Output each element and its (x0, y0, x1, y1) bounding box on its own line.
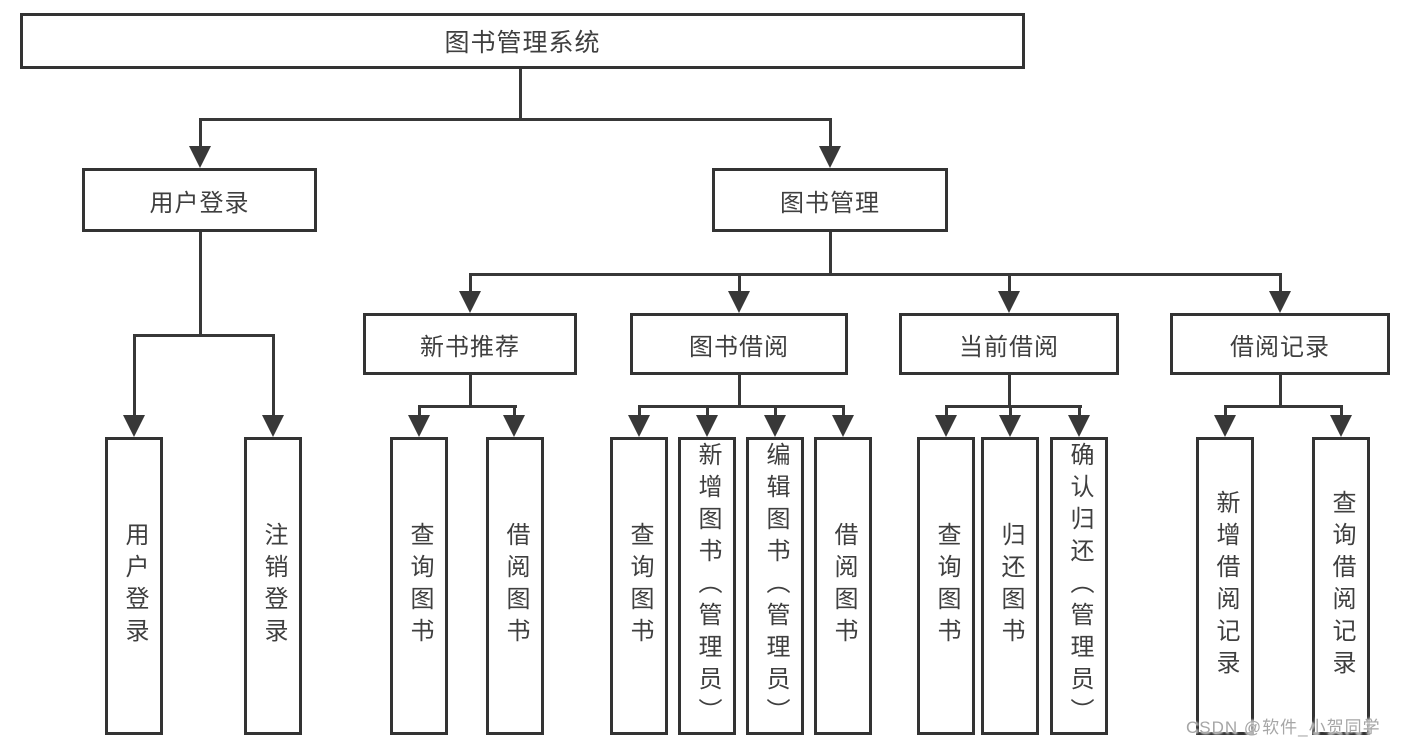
node-book-borrowing-label: 图书借阅 (689, 333, 789, 361)
leaf-add-borrow-record-label: 新增借阅记录 (1212, 490, 1239, 682)
connector-line (829, 232, 832, 276)
connector-line (133, 334, 275, 337)
connector-line (1224, 405, 1343, 408)
leaf-borrow-books-recommend-label: 借阅图书 (502, 522, 529, 650)
connector-line (1008, 374, 1011, 407)
connector-line (469, 276, 472, 293)
connector-line (829, 121, 832, 148)
arrowhead-icon (999, 415, 1021, 437)
connector-line (738, 276, 741, 293)
connector-line (1279, 276, 1282, 293)
leaf-return-books-label: 归还图书 (997, 522, 1024, 650)
connector-line (1078, 408, 1081, 418)
arrowhead-icon (819, 146, 841, 168)
leaf-query-books-recommend: 查询图书 (390, 437, 448, 735)
arrowhead-icon (459, 291, 481, 313)
leaf-borrow-books-borrowing-label: 借阅图书 (830, 522, 857, 650)
connector-line (638, 405, 845, 408)
connector-line (774, 408, 777, 418)
leaf-edit-books-admin-label: 编辑图书（管理员） (762, 442, 789, 730)
leaf-borrow-books-borrowing: 借阅图书 (814, 437, 872, 735)
leaf-query-books-borrowing-label: 查询图书 (626, 522, 653, 650)
node-user-login-label: 用户登录 (149, 189, 250, 217)
watermark: CSDN @软件_小贺同学 (1186, 718, 1381, 737)
node-book-management-label: 图书管理 (780, 189, 880, 217)
connector-line (418, 408, 421, 418)
leaf-query-borrow-record-label: 查询借阅记录 (1328, 490, 1355, 682)
connector-line (133, 337, 136, 417)
node-current-borrowing: 当前借阅 (899, 313, 1119, 375)
arrowhead-icon (832, 415, 854, 437)
node-library-system-label: 图书管理系统 (444, 29, 601, 57)
connector-line (945, 408, 948, 418)
leaf-add-borrow-record: 新增借阅记录 (1196, 437, 1254, 735)
connector-line (469, 273, 1282, 276)
arrowhead-icon (408, 415, 430, 437)
leaf-user-login-label: 用户登录 (121, 522, 148, 650)
node-user-login: 用户登录 (82, 168, 317, 232)
arrowhead-icon (503, 415, 525, 437)
arrowhead-icon (998, 291, 1020, 313)
connector-line (519, 69, 522, 121)
connector-line (1279, 374, 1282, 407)
leaf-query-borrow-record: 查询借阅记录 (1312, 437, 1370, 735)
connector-line (199, 118, 832, 121)
connector-line (842, 408, 845, 418)
arrowhead-icon (728, 291, 750, 313)
connector-line (513, 408, 516, 418)
connector-line (1009, 408, 1012, 418)
leaf-confirm-return-admin-label: 确认归还（管理员） (1066, 442, 1093, 730)
connector-line (738, 374, 741, 407)
arrowhead-icon (1214, 415, 1236, 437)
arrowhead-icon (123, 415, 145, 437)
connector-line (199, 121, 202, 148)
node-borrow-records-label: 借阅记录 (1230, 333, 1330, 361)
connector-line (1008, 276, 1011, 293)
leaf-query-books-current-label: 查询图书 (933, 522, 960, 650)
leaf-user-login: 用户登录 (105, 437, 163, 735)
leaf-logout-login-label: 注销登录 (260, 522, 287, 650)
node-borrow-records: 借阅记录 (1170, 313, 1390, 375)
leaf-borrow-books-recommend: 借阅图书 (486, 437, 544, 735)
arrowhead-icon (935, 415, 957, 437)
arrowhead-icon (1269, 291, 1291, 313)
connector-line (638, 408, 641, 418)
leaf-query-books-recommend-label: 查询图书 (406, 522, 433, 650)
arrowhead-icon (189, 146, 211, 168)
connector-line (1340, 408, 1343, 418)
connector-line (418, 405, 517, 408)
connector-line (199, 232, 202, 335)
leaf-add-books-admin: 新增图书（管理员） (678, 437, 736, 735)
arrowhead-icon (628, 415, 650, 437)
arrowhead-icon (696, 415, 718, 437)
arrowhead-icon (1068, 415, 1090, 437)
leaf-query-books-current: 查询图书 (917, 437, 975, 735)
leaf-query-books-borrowing: 查询图书 (610, 437, 668, 735)
connector-line (469, 374, 472, 407)
node-new-book-recommend: 新书推荐 (363, 313, 577, 375)
leaf-logout-login: 注销登录 (244, 437, 302, 735)
connector-line (945, 405, 1082, 408)
node-new-book-recommend-label: 新书推荐 (420, 333, 520, 361)
connector-line (272, 337, 275, 417)
arrowhead-icon (1330, 415, 1352, 437)
arrowhead-icon (262, 415, 284, 437)
leaf-add-books-admin-label: 新增图书（管理员） (694, 442, 721, 730)
connector-line (706, 408, 709, 418)
arrowhead-icon (764, 415, 786, 437)
leaf-confirm-return-admin: 确认归还（管理员） (1050, 437, 1108, 735)
connector-line (1224, 408, 1227, 418)
node-current-borrowing-label: 当前借阅 (959, 333, 1059, 361)
leaf-edit-books-admin: 编辑图书（管理员） (746, 437, 804, 735)
node-book-management: 图书管理 (712, 168, 948, 232)
leaf-return-books: 归还图书 (981, 437, 1039, 735)
node-library-system: 图书管理系统 (20, 13, 1025, 69)
node-book-borrowing: 图书借阅 (630, 313, 848, 375)
